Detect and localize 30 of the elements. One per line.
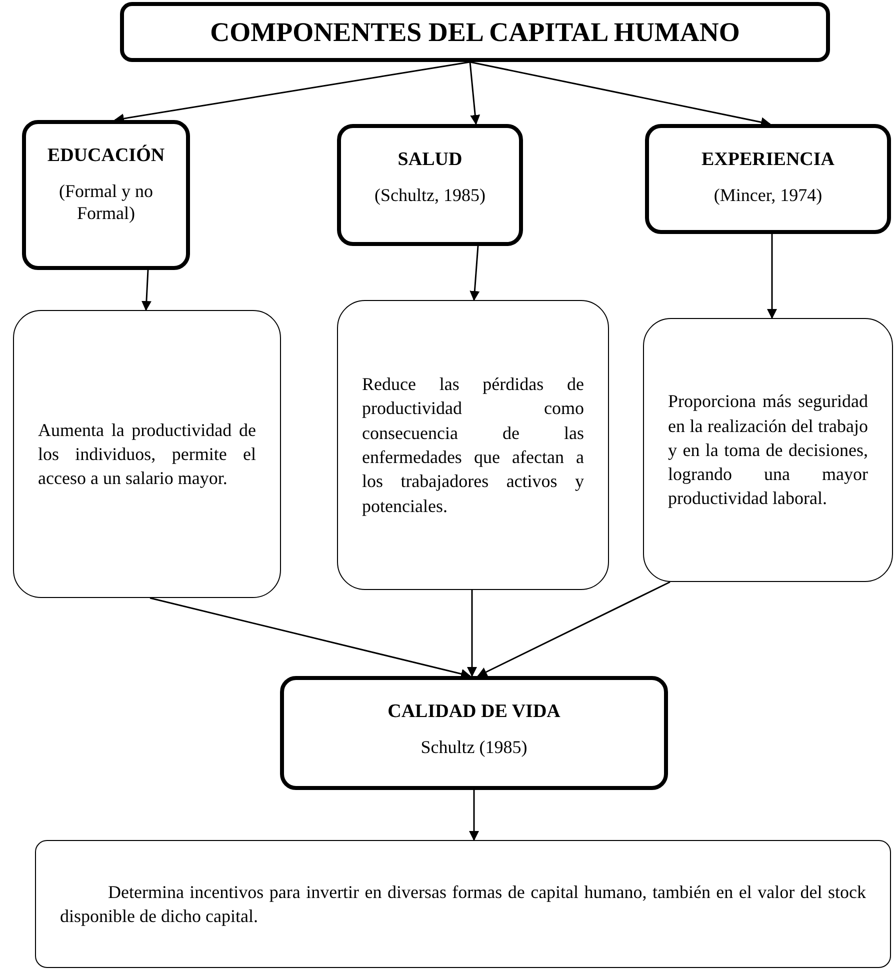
arrow <box>150 597 471 679</box>
title-text: COMPONENTES DEL CAPITAL HUMANO <box>210 16 740 49</box>
subtitle-text: (Formal y no Formal) <box>58 180 154 225</box>
subtitle-text: (Mincer, 1974) <box>712 184 824 206</box>
description-box <box>13 310 281 598</box>
component-box <box>22 120 190 270</box>
arrow <box>477 581 670 677</box>
arrow <box>470 246 480 301</box>
description-text: Proporciona más seguridad en la realización del trabajo y en la toma de decisiones, logrando una mayor productividad laboral. <box>668 390 868 510</box>
heading-text: SALUD <box>396 148 464 172</box>
description-text: Determina incentivos para invertir en diversas formas de capital humano, también en el valor del stock disponible de dicho capital. <box>60 880 866 928</box>
description-box <box>643 318 893 582</box>
heading-text: EDUCACIÓN <box>46 144 166 168</box>
title-box <box>120 2 830 62</box>
component-box <box>337 124 523 246</box>
subtitle-text: (Schultz, 1985) <box>374 184 486 206</box>
component-box <box>280 676 668 790</box>
arrow <box>469 62 480 125</box>
heading-text: EXPERIENCIA <box>700 148 836 172</box>
subtitle-text: Schultz (1985) <box>420 736 528 758</box>
description-box <box>35 840 891 968</box>
description-box <box>337 300 609 590</box>
arrow <box>767 234 777 319</box>
arrow <box>469 790 479 841</box>
description-text: Aumenta la productividad de los individuos, permite el acceso a un salario mayor. <box>38 418 256 490</box>
heading-text: CALIDAD DE VIDA <box>386 700 562 724</box>
component-box <box>645 124 891 234</box>
description-text: Reduce las pérdidas de productividad como consecuencia de las enfermedades que afectan a los trabajadores activos y potenciales. <box>362 373 584 518</box>
arrow <box>141 270 152 311</box>
arrow <box>467 590 477 677</box>
